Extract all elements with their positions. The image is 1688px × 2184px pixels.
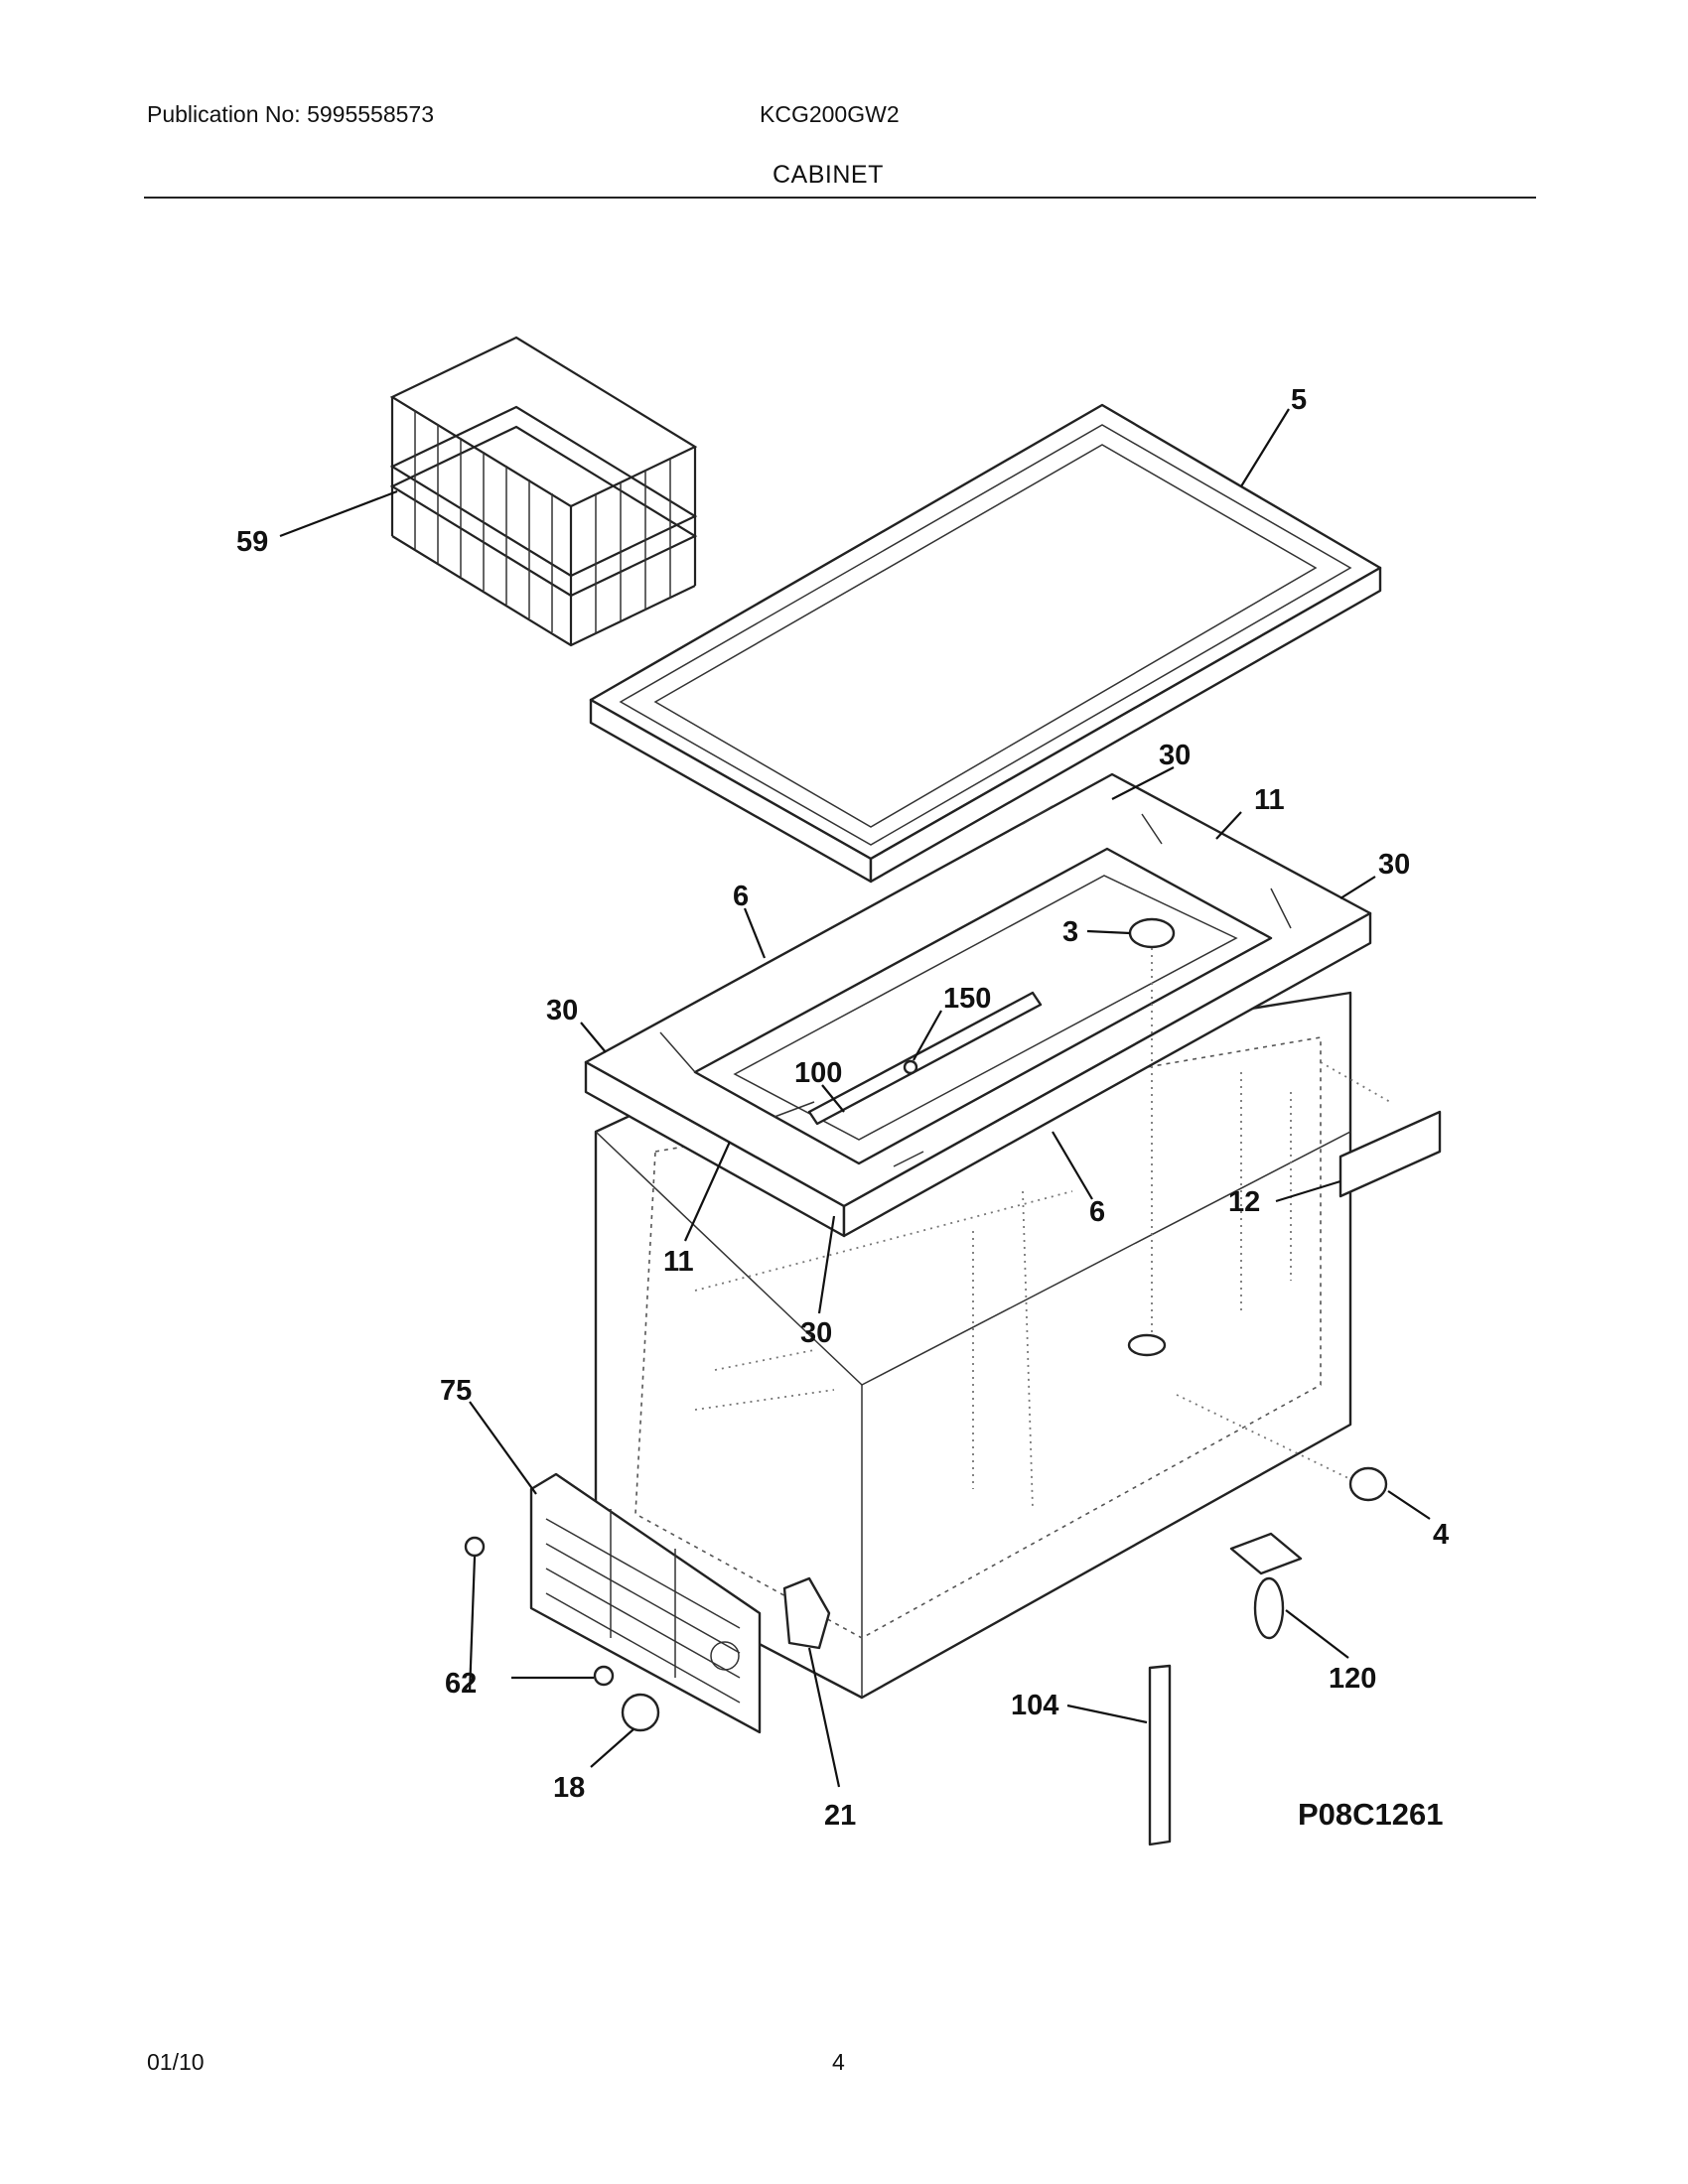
callout-18: 18 bbox=[553, 1772, 585, 1804]
callout-30: 30 bbox=[1159, 740, 1191, 771]
drawing-code: P08C1261 bbox=[1298, 1797, 1444, 1832]
callout-62: 62 bbox=[445, 1668, 477, 1700]
callout-11: 11 bbox=[663, 1246, 694, 1278]
callout-12: 12 bbox=[1228, 1186, 1260, 1218]
toe-grille bbox=[529, 1472, 762, 1734]
callout-30: 30 bbox=[546, 995, 578, 1026]
callout-4: 4 bbox=[1433, 1519, 1449, 1551]
caster-wheel bbox=[1253, 1576, 1285, 1640]
publication-number: Publication No: 5995558573 bbox=[147, 101, 435, 127]
serial-label bbox=[1338, 1110, 1442, 1198]
header-rule bbox=[144, 197, 1536, 199]
wire-basket bbox=[389, 336, 698, 647]
footer-date: 01/10 bbox=[147, 2049, 205, 2075]
callout-6: 6 bbox=[1089, 1196, 1105, 1228]
grille-screw-bottom bbox=[593, 1665, 615, 1687]
grommet bbox=[621, 1693, 660, 1732]
callout-75: 75 bbox=[440, 1375, 472, 1407]
callout-6: 6 bbox=[733, 881, 749, 912]
wand bbox=[1148, 1664, 1172, 1846]
callout-30: 30 bbox=[800, 1317, 832, 1349]
callout-30: 30 bbox=[1378, 849, 1410, 881]
callout-150: 150 bbox=[943, 983, 991, 1015]
callout-104: 104 bbox=[1011, 1690, 1058, 1721]
model-number: KCG200GW2 bbox=[760, 101, 900, 127]
drain-tube bbox=[1127, 1333, 1167, 1357]
callout-3: 3 bbox=[1062, 916, 1078, 948]
callout-21: 21 bbox=[824, 1800, 856, 1832]
callout-5: 5 bbox=[1291, 384, 1307, 416]
lid-liner bbox=[589, 403, 1382, 884]
callout-11: 11 bbox=[1254, 784, 1285, 816]
page-number: 4 bbox=[832, 2049, 845, 2075]
drain-plug bbox=[1128, 917, 1176, 949]
hinge-bracket bbox=[807, 991, 1043, 1126]
caster-plate bbox=[1229, 1532, 1303, 1575]
callout-100: 100 bbox=[794, 1057, 842, 1089]
screw bbox=[903, 1059, 918, 1075]
callout-120: 120 bbox=[1329, 1663, 1376, 1695]
section-title: CABINET bbox=[773, 161, 884, 189]
breaker-strips bbox=[584, 772, 1372, 1238]
grille-screw-top bbox=[464, 1536, 486, 1558]
drain-cap bbox=[1348, 1466, 1388, 1502]
grille-knockout bbox=[710, 1641, 740, 1671]
leader-lines bbox=[279, 408, 1431, 1788]
thermostat-knob bbox=[782, 1576, 831, 1650]
callout-59: 59 bbox=[236, 526, 268, 558]
